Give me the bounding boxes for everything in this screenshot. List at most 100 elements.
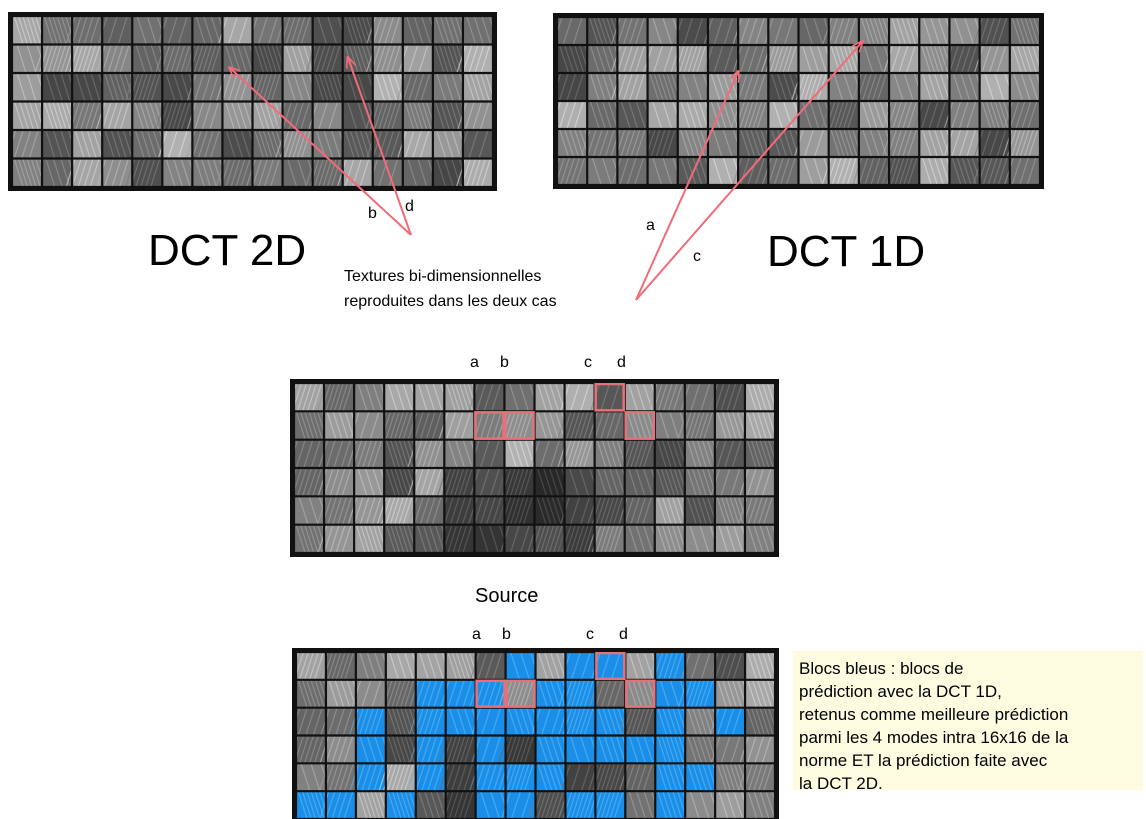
mosaic-block [534, 467, 572, 497]
mosaic-block [317, 467, 355, 497]
mosaic-block [732, 17, 769, 46]
mosaic-block [587, 790, 626, 819]
mosaic-block [590, 652, 626, 681]
highlight-block-d [624, 411, 655, 440]
mosaic-block [398, 44, 433, 74]
arrow-label-d: d [405, 198, 414, 215]
mosaic-block [445, 707, 482, 736]
mosaic-block [685, 707, 723, 736]
mosaic-block [317, 524, 355, 553]
mosaic-block [768, 100, 804, 130]
mosaic-block [296, 790, 334, 819]
blue-blocks-note: Blocs bleus : blocs de prédiction avec l… [793, 651, 1143, 793]
mosaic-block [881, 100, 920, 130]
mosaic-block [913, 100, 950, 130]
mosaic-block [462, 16, 493, 45]
mosaic-block [467, 411, 505, 440]
mosaic-block [710, 735, 746, 764]
mosaic-block [296, 679, 334, 708]
mosaic-block [654, 467, 693, 497]
mosaic-block [557, 156, 588, 185]
mosaic-block [354, 467, 391, 497]
mosaic-block [458, 129, 493, 159]
mosaic-block [588, 411, 625, 440]
mosaic-block [469, 763, 506, 792]
mosaic-block [496, 467, 535, 497]
mosaic-block [889, 17, 927, 46]
highlight-block-b [505, 679, 536, 708]
mosaic-block [684, 524, 720, 553]
mosaic-block [72, 129, 109, 159]
mosaic-block [889, 72, 924, 102]
textures-caption: Textures bi-dimensionnelles reproduites … [344, 268, 557, 310]
mosaic-block [559, 383, 595, 412]
mosaic-block [72, 72, 109, 102]
mosaic-block [348, 707, 386, 736]
mosaic-block [132, 16, 167, 45]
mosaic-block [124, 72, 163, 102]
mosaic-block [436, 467, 475, 497]
mosaic-block [703, 44, 739, 74]
mosaic-block [308, 101, 343, 131]
mosaic-block [318, 652, 356, 681]
mosaic-block [437, 496, 475, 525]
mosaic-block [707, 128, 743, 158]
mosaic-block [12, 16, 50, 45]
mosaic-block [368, 158, 403, 187]
mosaic-block [384, 383, 421, 412]
mosaic-block [624, 524, 661, 553]
mosaic-block [12, 129, 43, 159]
mosaic-block [745, 790, 775, 819]
mosaic-block [715, 790, 751, 819]
mosaic-block [294, 439, 325, 469]
mosaic-block [157, 16, 193, 45]
arrow-label-a: a [646, 217, 655, 234]
mosaic-block [587, 524, 625, 553]
mosaic-block [355, 735, 392, 764]
mosaic-block [296, 652, 326, 681]
mosaic-block [557, 411, 595, 440]
mosaic-block [349, 763, 386, 792]
mosaic-block [34, 44, 73, 74]
mosaic-block [385, 652, 422, 681]
mosaic-block [919, 72, 957, 102]
mosaic-block [95, 44, 133, 74]
mosaic-block [347, 496, 385, 525]
mosaic-block [590, 383, 625, 412]
mosaic-block [471, 707, 506, 736]
mosaic-block [647, 100, 683, 130]
arrow-label-c: c [693, 248, 701, 265]
mosaic-block [438, 411, 475, 440]
source-col-label-a: a [470, 354, 479, 371]
mosaic-block [595, 735, 632, 764]
mosaic-block [557, 100, 588, 130]
mosaic-block [588, 679, 626, 708]
mosaic-block [505, 652, 541, 681]
mosaic-block [407, 411, 445, 440]
mosaic-block [445, 652, 484, 681]
mosaic-block [587, 763, 626, 792]
mosaic-block [1003, 100, 1040, 130]
mosaic-block [378, 679, 416, 708]
mosaic-block [496, 411, 535, 440]
highlight-block-a [475, 679, 506, 708]
mosaic-block [184, 44, 223, 74]
mosaic-block [505, 707, 543, 736]
mosaic-block [154, 101, 193, 131]
mosaic-block [709, 439, 745, 469]
mosaic-block [973, 17, 1010, 46]
mosaic-block [618, 763, 656, 792]
mosaic-block [439, 763, 476, 792]
mosaic-block [162, 72, 199, 102]
mosaic-block [438, 790, 476, 819]
source-label: Source [475, 585, 539, 607]
mosaic-block [685, 735, 723, 764]
mosaic-block [943, 100, 980, 130]
mosaic-block [610, 17, 648, 46]
mosaic-block [534, 383, 572, 412]
mosaic-block [432, 101, 471, 131]
mosaic-block [1002, 128, 1040, 158]
mosaic-block [320, 707, 356, 736]
mosaic-block [942, 44, 980, 74]
mosaic-block [325, 679, 363, 708]
